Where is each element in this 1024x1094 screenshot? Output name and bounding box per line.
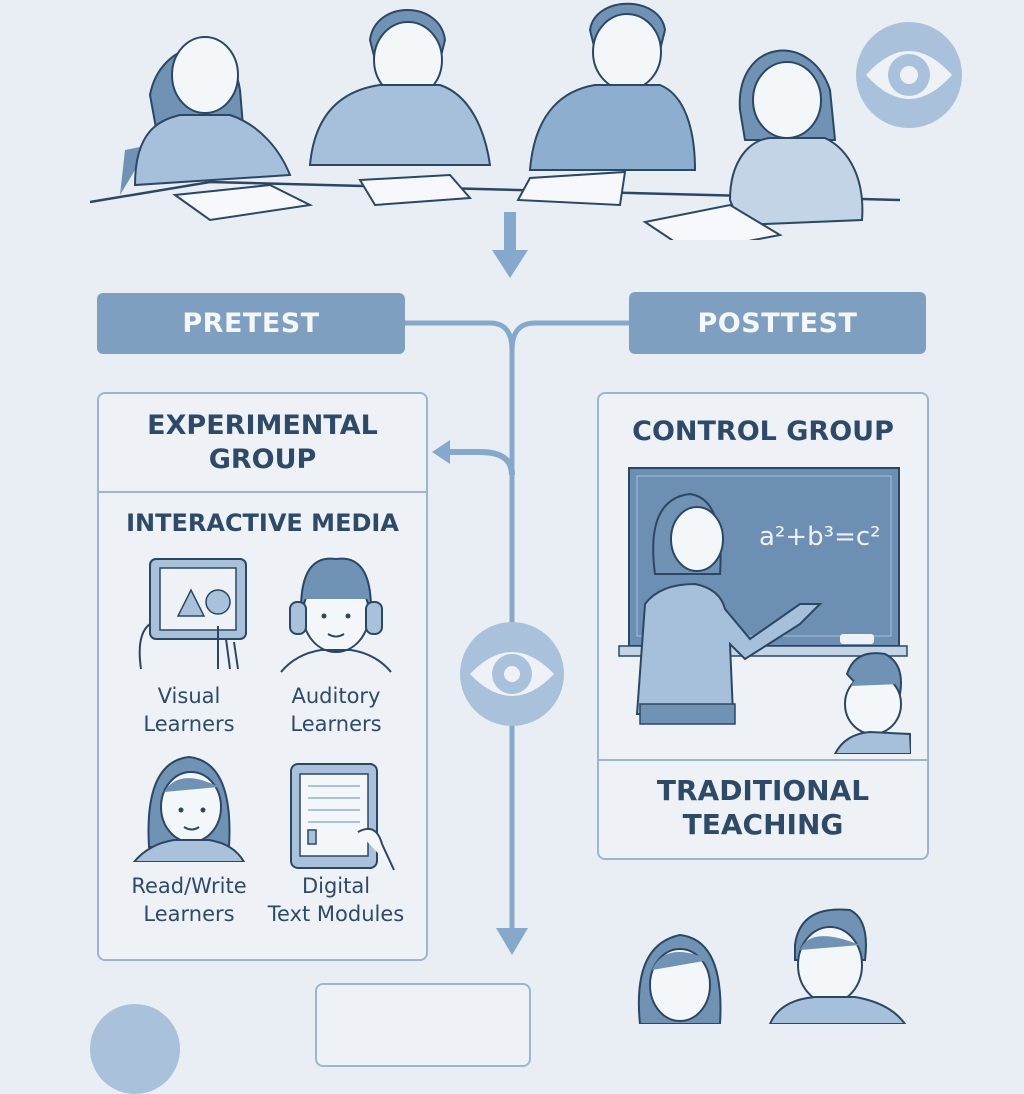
item-label-line2: Text Modules [267, 902, 405, 926]
posttest-header: POSTTEST [629, 292, 926, 354]
experimental-group-title-line1: EXPERIMENTAL [147, 410, 378, 441]
eye-icon [856, 22, 962, 128]
item-label-line1: Read/Write [131, 874, 247, 898]
item-label-line1: Visual [157, 684, 221, 708]
headphones-student-icon [276, 554, 411, 674]
control-group-title: CONTROL GROUP [632, 416, 894, 447]
item-label-line2: Learners [143, 712, 235, 736]
bottom-panel-partial [315, 983, 531, 1067]
ereader-icon [286, 762, 411, 872]
digital-text-modules-item: Digital Text Modules [261, 762, 411, 928]
traditional-teaching-line2: TEACHING [682, 808, 844, 841]
interactive-media-subtitle: INTERACTIVE MEDIA [126, 509, 399, 537]
experimental-group-title-line2: GROUP [208, 444, 317, 475]
student-girl-icon [129, 752, 264, 862]
item-label-line2: Learners [143, 902, 235, 926]
item-label-line2: Learners [290, 712, 382, 736]
visual-learners-item: Visual Learners [114, 554, 264, 738]
arrow-down-icon [492, 212, 528, 280]
control-group-panel: CONTROL GROUP a²+b³=c² TRADITIONAL TEACH… [597, 392, 929, 860]
chalkboard-equation: a²+b³=c² [759, 522, 881, 552]
students-testing-illustration [90, 0, 910, 240]
auditory-learners-item: Auditory Learners [261, 554, 411, 738]
traditional-teaching-line1: TRADITIONAL [656, 774, 870, 807]
eye-icon [460, 622, 564, 726]
item-label-line1: Auditory [291, 684, 381, 708]
bottom-eye-icon-partial [90, 1004, 180, 1094]
experimental-group-panel: EXPERIMENTAL GROUP INTERACTIVE MEDIA Vis… [97, 392, 428, 961]
pretest-header: PRETEST [97, 293, 405, 354]
read-write-learners-item: Read/Write Learners [114, 752, 264, 928]
tablet-shapes-icon [136, 554, 264, 674]
item-label-line1: Digital [301, 874, 371, 898]
bottom-students-illustration [620, 905, 920, 1024]
teacher-chalkboard-illustration [615, 464, 911, 754]
